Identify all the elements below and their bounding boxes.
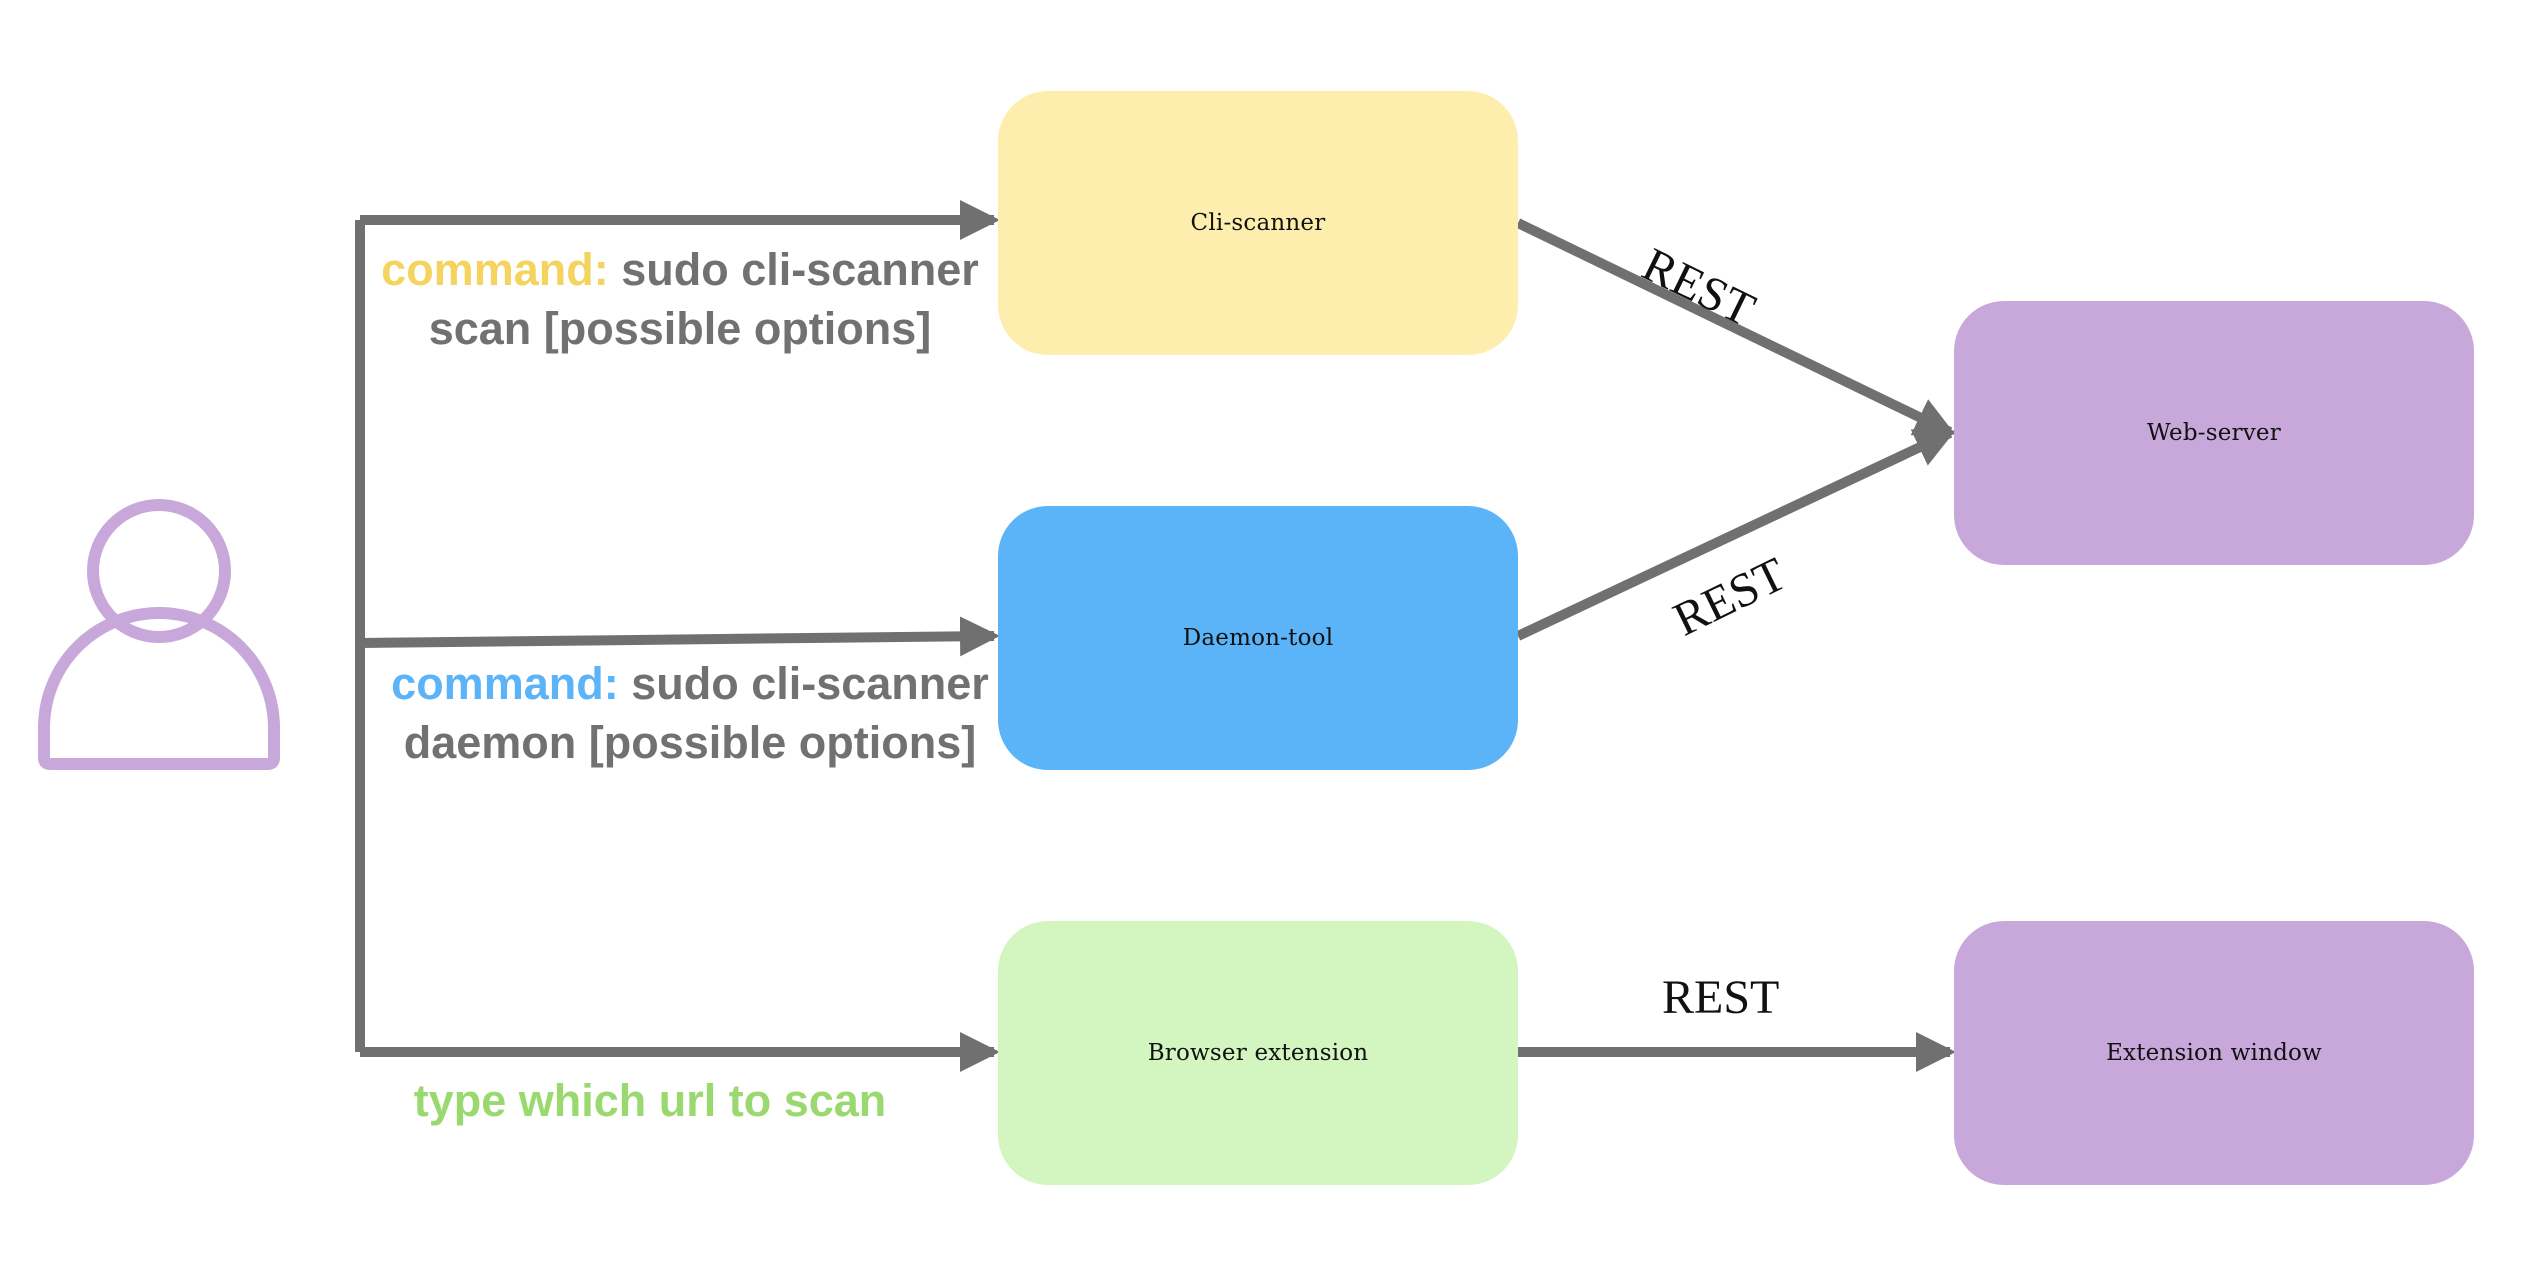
browser-url-note: type which url to scan <box>380 1071 920 1130</box>
daemon-tool-label: Daemon-tool <box>1182 625 1334 651</box>
rest-label-browser-to-extension: REST <box>1662 971 1780 1024</box>
daemon-command-line-1: command: sudo cli-scanner <box>380 654 1000 713</box>
browser-url-text: type which url to scan <box>413 1075 887 1126</box>
browser-extension-node: Browser extension <box>998 921 1518 1185</box>
cli-command-keyword: command: <box>381 244 609 295</box>
web-server-label: Web-server <box>2147 420 2281 446</box>
daemon-tool-node: Daemon-tool <box>998 506 1518 770</box>
cli-scanner-node: Cli-scanner <box>998 91 1518 355</box>
daemon-command-note: command: sudo cli-scanner daemon [possib… <box>380 654 1000 772</box>
daemon-command-keyword: command: <box>391 658 619 709</box>
cli-command-text-1: sudo cli-scanner <box>608 244 979 295</box>
arrow-cli-scanner-to-web-server <box>1515 218 1956 437</box>
arrow-user-to-daemon-tool <box>359 616 1000 657</box>
cli-scanner-label: Cli-scanner <box>1190 210 1326 236</box>
web-server-node: Web-server <box>1954 301 2474 565</box>
cli-command-line-2: scan [possible options] <box>428 303 932 354</box>
daemon-command-line-2: daemon [possible options] <box>403 717 977 768</box>
extension-window-node: Extension window <box>1954 921 2474 1185</box>
arrow-daemon-tool-to-web-server <box>1515 428 1956 641</box>
daemon-command-text-1: sudo cli-scanner <box>618 658 989 709</box>
cli-command-note: command: sudo cli-scanner scan [possible… <box>380 240 980 358</box>
browser-extension-label: Browser extension <box>1147 1040 1369 1066</box>
extension-window-label: Extension window <box>2106 1040 2322 1066</box>
user-icon <box>38 499 280 770</box>
cli-command-line-1: command: sudo cli-scanner <box>380 240 980 299</box>
